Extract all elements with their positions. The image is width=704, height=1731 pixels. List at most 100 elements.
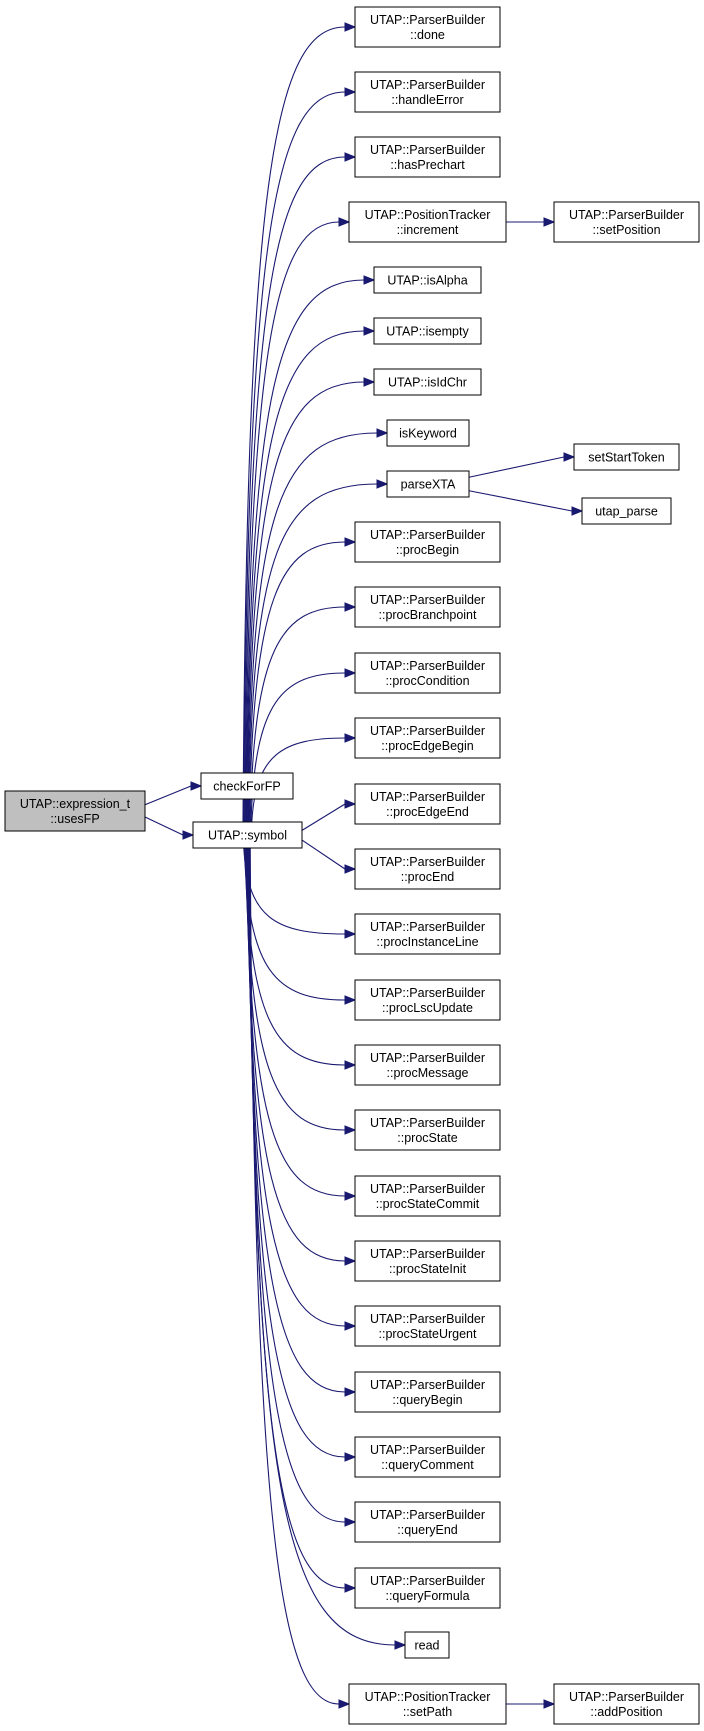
node-label: ::procStateInit <box>389 1262 467 1276</box>
edge-symbol-to-procMessage <box>244 847 357 1070</box>
node-box <box>386 419 470 447</box>
node-label: UTAP::isempty <box>386 325 469 339</box>
node-label: UTAP::ParserBuilder <box>370 855 485 869</box>
edge-symbol-to-procLscUpdate <box>243 847 357 1005</box>
node-label: UTAP::ParserBuilder <box>370 1247 485 1261</box>
node-label: ::procBegin <box>396 543 459 557</box>
node-label: UTAP::ParserBuilder <box>569 1690 684 1704</box>
node-setStartToken[interactable]: setStartToken <box>573 443 680 471</box>
node-usesFP: UTAP::expression_t::usesFP <box>4 790 146 832</box>
node-label: ::handleError <box>391 93 463 107</box>
node-procStateCommit[interactable]: UTAP::ParserBuilder::procStateCommit <box>354 1175 501 1217</box>
node-setPath[interactable]: UTAP::PositionTracker::setPath <box>348 1683 507 1725</box>
node-label: ::procEnd <box>401 870 455 884</box>
node-label: UTAP::ParserBuilder <box>370 790 485 804</box>
node-queryBegin[interactable]: UTAP::ParserBuilder::queryBegin <box>354 1371 501 1413</box>
node-symbol[interactable]: UTAP::symbol <box>192 821 303 849</box>
node-procEdgeBegin[interactable]: UTAP::ParserBuilder::procEdgeBegin <box>354 717 501 759</box>
node-box <box>354 521 501 563</box>
node-box <box>573 443 680 471</box>
node-queryFormula[interactable]: UTAP::ParserBuilder::queryFormula <box>354 1567 501 1609</box>
node-checkForFP[interactable]: checkForFP <box>200 772 294 800</box>
node-procBegin[interactable]: UTAP::ParserBuilder::procBegin <box>354 521 501 563</box>
node-box <box>354 783 501 825</box>
node-isempty[interactable]: UTAP::isempty <box>373 317 482 345</box>
node-label: ::procCondition <box>385 674 469 688</box>
node-label: UTAP::ParserBuilder <box>370 1378 485 1392</box>
node-label: ::procStateCommit <box>376 1197 480 1211</box>
node-label: parseXTA <box>401 478 456 492</box>
node-isKeyword[interactable]: isKeyword <box>386 419 470 447</box>
node-label: ::queryEnd <box>397 1523 458 1537</box>
node-label: ::procInstanceLine <box>376 935 478 949</box>
node-utap_parse[interactable]: utap_parse <box>581 497 672 525</box>
edge-symbol-to-procBegin <box>248 537 357 823</box>
node-box <box>581 497 672 525</box>
node-label: UTAP::PositionTracker <box>365 208 491 222</box>
node-label: UTAP::ParserBuilder <box>370 13 485 27</box>
node-setPosition[interactable]: UTAP::ParserBuilder::setPosition <box>553 201 700 243</box>
node-label: ::addPosition <box>590 1705 662 1719</box>
node-queryEnd[interactable]: UTAP::ParserBuilder::queryEnd <box>354 1501 501 1543</box>
node-box <box>200 772 294 800</box>
node-label: UTAP::ParserBuilder <box>370 528 485 542</box>
node-procLscUpdate[interactable]: UTAP::ParserBuilder::procLscUpdate <box>354 979 501 1021</box>
node-isAlpha[interactable]: UTAP::isAlpha <box>373 266 482 294</box>
edge-symbol-to-setPath <box>249 847 351 1709</box>
node-procState[interactable]: UTAP::ParserBuilder::procState <box>354 1109 501 1151</box>
node-box <box>354 1371 501 1413</box>
node-label: UTAP::ParserBuilder <box>370 986 485 1000</box>
call-edges <box>144 22 584 1709</box>
edge-symbol-to-procState <box>244 847 357 1135</box>
edge-parseXTA-to-utap_parse <box>468 490 584 516</box>
edge-symbol-to-procInstanceLine <box>243 847 357 939</box>
node-label: ::usesFP <box>50 812 99 826</box>
edge-symbol-to-procEnd <box>301 839 357 874</box>
node-hasPrechart[interactable]: UTAP::ParserBuilder::hasPrechart <box>354 136 501 178</box>
node-label: ::queryComment <box>381 1458 474 1472</box>
node-box <box>553 1683 700 1725</box>
node-procEdgeEnd[interactable]: UTAP::ParserBuilder::procEdgeEnd <box>354 783 501 825</box>
edge-setPath-to-addPosition <box>506 1699 556 1709</box>
node-box <box>553 201 700 243</box>
node-isIdChr[interactable]: UTAP::isIdChr <box>373 368 482 396</box>
node-procMessage[interactable]: UTAP::ParserBuilder::procMessage <box>354 1044 501 1086</box>
node-parseXTA[interactable]: parseXTA <box>386 470 470 498</box>
node-procCondition[interactable]: UTAP::ParserBuilder::procCondition <box>354 652 501 694</box>
node-increment[interactable]: UTAP::PositionTracker::increment <box>348 201 507 243</box>
node-box <box>354 1240 501 1282</box>
edge-parseXTA-to-setStartToken <box>468 452 576 478</box>
node-box <box>373 368 482 396</box>
node-done[interactable]: UTAP::ParserBuilder::done <box>354 6 501 48</box>
node-label: ::setPath <box>403 1705 452 1719</box>
node-procStateUrgent[interactable]: UTAP::ParserBuilder::procStateUrgent <box>354 1305 501 1347</box>
node-box <box>354 652 501 694</box>
node-read[interactable]: read <box>404 1631 450 1659</box>
node-label: ::setPosition <box>592 223 660 237</box>
node-label: UTAP::ParserBuilder <box>370 143 485 157</box>
node-label: UTAP::ParserBuilder <box>370 593 485 607</box>
edge-symbol-to-queryComment <box>247 847 357 1462</box>
edge-symbol-to-isAlpha <box>245 275 376 823</box>
node-box <box>348 201 507 243</box>
node-box <box>354 979 501 1021</box>
node-procInstanceLine[interactable]: UTAP::ParserBuilder::procInstanceLine <box>354 913 501 955</box>
node-box <box>354 71 501 113</box>
node-box <box>404 1631 450 1659</box>
edge-symbol-to-procStateCommit <box>245 847 357 1201</box>
node-procBranchpoint[interactable]: UTAP::ParserBuilder::procBranchpoint <box>354 586 501 628</box>
node-label: UTAP::ParserBuilder <box>370 1312 485 1326</box>
node-box <box>354 1044 501 1086</box>
node-queryComment[interactable]: UTAP::ParserBuilder::queryComment <box>354 1436 501 1478</box>
node-box <box>354 717 501 759</box>
node-procEnd[interactable]: UTAP::ParserBuilder::procEnd <box>354 848 501 890</box>
node-procStateInit[interactable]: UTAP::ParserBuilder::procStateInit <box>354 1240 501 1282</box>
node-label: UTAP::expression_t <box>20 797 131 811</box>
node-label: ::queryBegin <box>392 1393 462 1407</box>
node-addPosition[interactable]: UTAP::ParserBuilder::addPosition <box>553 1683 700 1725</box>
node-box <box>354 1175 501 1217</box>
node-label: UTAP::ParserBuilder <box>370 1508 485 1522</box>
node-handleError[interactable]: UTAP::ParserBuilder::handleError <box>354 71 501 113</box>
node-label: ::increment <box>397 223 459 237</box>
